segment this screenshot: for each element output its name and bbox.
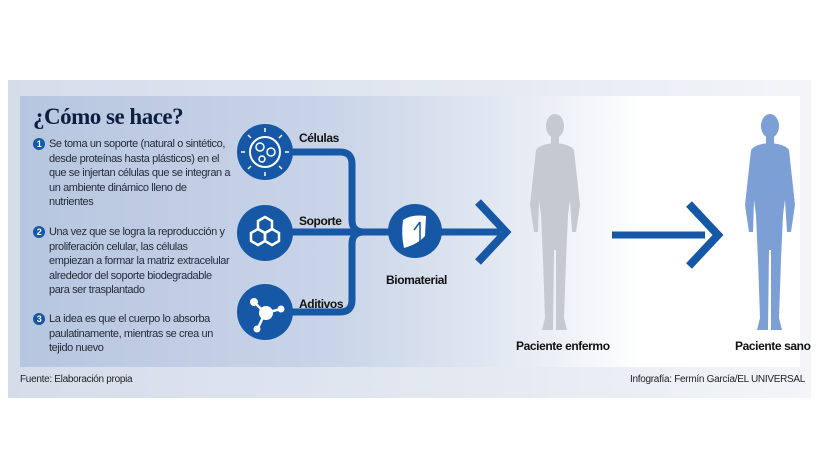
step-1: 1 Se toma un soporte (natural o sintétic… — [33, 137, 233, 210]
healthy-patient-label: Paciente sano — [735, 339, 811, 353]
input-label-aditivos: Aditivos — [299, 297, 344, 311]
connector-lines — [285, 148, 705, 316]
input-label-soporte: Soporte — [299, 214, 342, 228]
liver-organ-icon — [388, 204, 442, 258]
infographic-title: ¿Cómo se hace? — [33, 104, 184, 129]
step-text: Una vez que se logra la reproducción y p… — [49, 226, 230, 296]
input-label-celulas: Células — [299, 131, 339, 145]
arrow-head-1 — [475, 199, 512, 265]
molecule-icon — [237, 284, 293, 340]
step-text: La idea es que el cuerpo lo absorba paul… — [49, 313, 213, 354]
cell-icon — [237, 124, 293, 180]
step-number: 2 — [33, 226, 45, 238]
step-number: 1 — [33, 138, 45, 150]
step-2: 2 Una vez que se logra la reproducción y… — [33, 225, 233, 298]
arrow-head-2 — [686, 201, 724, 269]
credit-note: Infografía: Fermín García/EL UNIVERSAL — [630, 374, 805, 385]
sick-patient-label: Paciente enfermo — [516, 339, 610, 353]
biomaterial-label: Biomaterial — [386, 273, 447, 287]
source-note: Fuente: Elaboración propia — [20, 374, 133, 385]
sick-patient-silhouette — [530, 114, 580, 330]
healthy-patient-silhouette — [745, 114, 795, 330]
connector-aditivos — [285, 228, 365, 316]
step-3: 3 La idea es que el cuerpo lo absorba pa… — [33, 312, 233, 356]
step-text: Se toma un soporte (natural o sintético,… — [49, 138, 231, 208]
step-number: 3 — [33, 313, 45, 325]
hexagon-lattice-icon — [237, 205, 293, 261]
